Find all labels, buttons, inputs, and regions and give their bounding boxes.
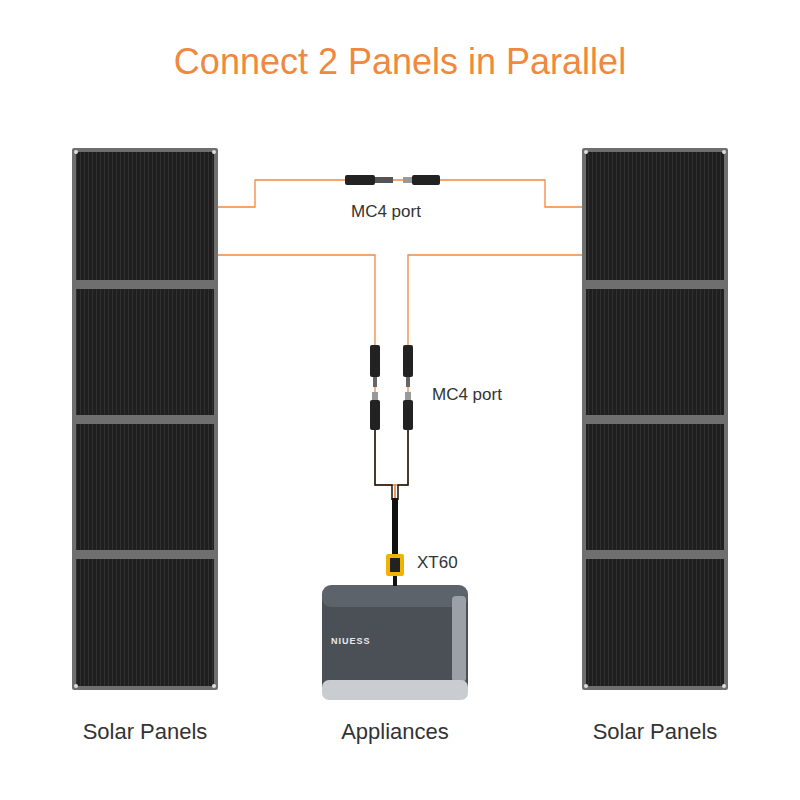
power-station-art [322, 585, 468, 700]
brand-text: NIUESS [331, 635, 371, 647]
panel-segment [76, 289, 214, 415]
main-cable [392, 498, 398, 556]
panel-segment [76, 152, 214, 280]
connector-label: MC4 port [349, 202, 423, 222]
mc4-plug [370, 345, 380, 377]
mount-hole [722, 150, 726, 154]
mount-hole [74, 684, 78, 688]
mc4-pin [406, 377, 410, 387]
mc4-middle-pairs [370, 345, 413, 430]
wire-connector [218, 255, 395, 585]
panel-frame [582, 148, 728, 690]
mc4-pin [403, 177, 412, 183]
xt60-plug [386, 554, 404, 576]
solar-panel-art [72, 148, 218, 690]
panel-segment [76, 559, 214, 686]
panel-segment [586, 152, 724, 280]
diagram-title: Connect 2 Panels in Parallel [0, 40, 800, 84]
mc4-plug [345, 175, 375, 185]
panel-segment [586, 424, 724, 550]
mc4-plug [403, 345, 413, 377]
mount-hole [74, 150, 78, 154]
node-label: Solar Panels [12, 719, 278, 745]
wire-connector [395, 255, 582, 585]
mc4-top-pair [345, 175, 440, 185]
node-label: Solar Panels [522, 719, 788, 745]
power-station: NIUESSAppliances [322, 585, 468, 700]
mount-hole [212, 150, 216, 154]
solar-panel-art [582, 148, 728, 690]
panel-segment [76, 424, 214, 550]
y-cable [375, 430, 408, 586]
connector-label: MC4 port [430, 385, 504, 405]
mount-hole [584, 684, 588, 688]
branch-wire [398, 430, 408, 500]
mc4-plug [370, 400, 380, 430]
mount-hole [584, 150, 588, 154]
solar-panel: Solar Panels [72, 148, 218, 690]
branch-wire [375, 430, 392, 500]
node-label: Appliances [262, 719, 528, 745]
mc4-plug [403, 400, 413, 430]
station-lid [322, 585, 468, 607]
solar-panel: Solar Panels [582, 148, 728, 690]
mc4-tip [375, 177, 393, 183]
mc4-plug [412, 175, 440, 185]
connector-label: XT60 [415, 553, 460, 573]
mount-hole [212, 684, 216, 688]
main-cable [393, 575, 397, 586]
xt60-face [390, 558, 400, 572]
panel-segment [586, 559, 724, 686]
xt60-body [386, 554, 404, 576]
panel-frame [72, 148, 218, 690]
station-side [452, 596, 466, 682]
station-base [322, 680, 468, 700]
mount-hole [722, 684, 726, 688]
mc4-pin [373, 377, 377, 387]
panel-segment [586, 289, 724, 415]
